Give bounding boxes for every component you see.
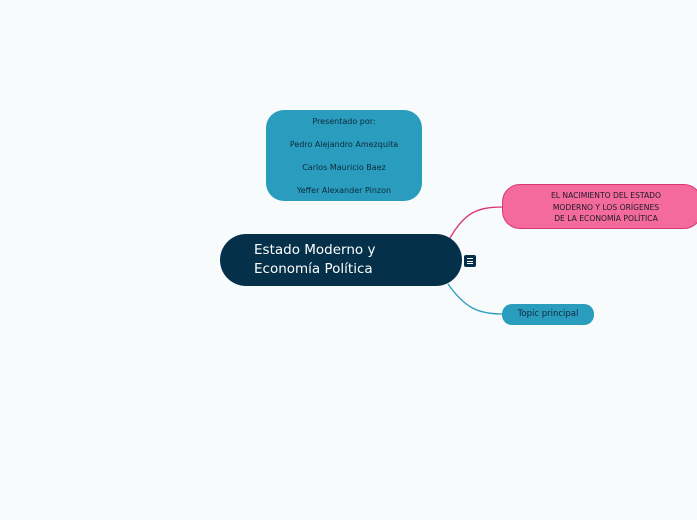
presenters-heading: Presentado por: — [312, 117, 376, 126]
topic-1-line-3: DE LA ECONOMÍA POLÍTICA — [554, 214, 658, 223]
presenter-name-2: Carlos Mauricio Baez — [302, 163, 386, 172]
presenter-name-1: Pedro Alejandro Amezquita — [289, 140, 399, 149]
central-topic[interactable]: Estado Moderno y Economía Política — [220, 234, 462, 286]
central-topic-line-2: Economía Política — [254, 261, 373, 277]
notes-icon[interactable] — [464, 255, 476, 267]
presenter-name-3: Yeffer Alexander Pinzon — [296, 186, 392, 195]
topic-principal[interactable]: Topic principal — [502, 304, 594, 325]
presenters-floating-topic[interactable]: Presentado por: Pedro Alejandro Amezquit… — [266, 110, 422, 201]
topic-nacimiento-estado[interactable]: EL NACIMIENTO DEL ESTADO MODERNO Y LOS O… — [502, 184, 697, 229]
connector-to-topic-1 — [449, 206, 504, 239]
central-topic-line-1: Estado Moderno y — [254, 242, 376, 258]
connector-to-topic-2 — [447, 283, 504, 315]
topic-1-line-1: EL NACIMIENTO DEL ESTADO — [550, 191, 661, 200]
topic-1-line-2: MODERNO Y LOS ORÍGENES — [552, 202, 660, 212]
